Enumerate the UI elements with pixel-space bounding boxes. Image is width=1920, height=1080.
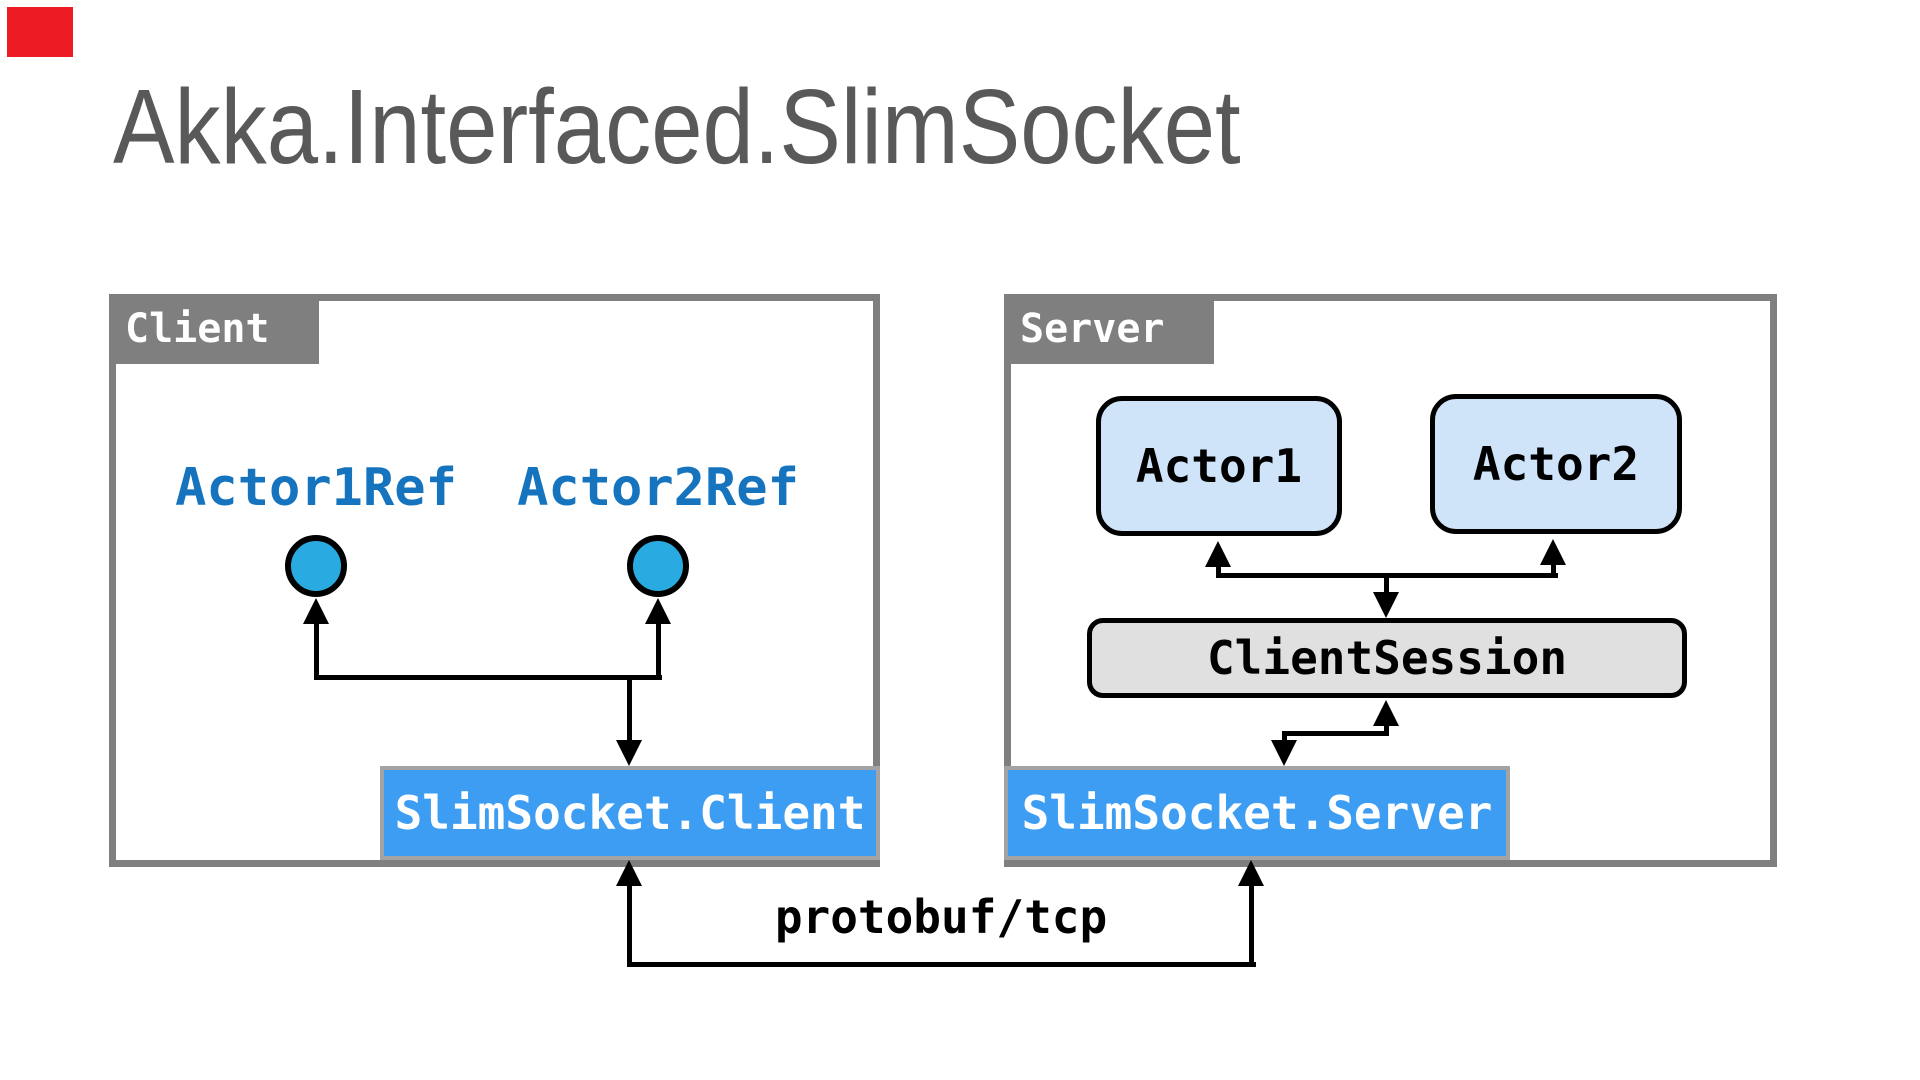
slimsocket-server-box: SlimSocket.Server — [1004, 766, 1510, 860]
arrowhead-up-to-socket-server-bottom — [1238, 860, 1264, 886]
connector-actor2-vertical — [1551, 563, 1556, 578]
connector-actor1ref-vertical — [314, 620, 319, 680]
arrowhead-down-to-session — [1373, 592, 1399, 618]
connector-down-to-socket-client — [627, 677, 632, 742]
connector-session-up-vertical — [1384, 724, 1389, 735]
connector-actor2ref-vertical — [656, 620, 661, 680]
arrowhead-down-to-socket-server — [1271, 740, 1297, 766]
arrowhead-up-to-actor2ref — [645, 598, 671, 624]
actor1ref-circle — [285, 535, 347, 597]
connector-down-to-session — [1384, 576, 1389, 594]
connector-transport-horizontal — [627, 962, 1256, 967]
red-marker — [7, 7, 73, 57]
arrowhead-up-to-actor1 — [1205, 541, 1231, 567]
page-title-text: Akka.Interfaced.SlimSocket — [113, 68, 1241, 186]
client-tab-label: Client — [125, 306, 270, 352]
arrowhead-down-to-socket-client — [616, 740, 642, 766]
arrowhead-up-to-session — [1373, 700, 1399, 726]
server-tab-label: Server — [1020, 306, 1165, 352]
arrowhead-up-to-socket-client-bottom — [616, 860, 642, 886]
client-tab: Client — [109, 294, 319, 364]
actor2ref-label: Actor2Ref — [517, 458, 799, 518]
connector-client-horizontal — [314, 675, 662, 680]
actor2ref-circle — [627, 535, 689, 597]
connector-actors-horizontal — [1216, 573, 1558, 578]
arrowhead-up-to-actor2 — [1540, 539, 1566, 565]
connector-session-down-vertical — [1282, 731, 1287, 744]
client-session-box: ClientSession — [1087, 618, 1687, 698]
connector-actor1-vertical — [1216, 565, 1221, 578]
actor1-box: Actor1 — [1096, 396, 1342, 536]
page-title: Akka.Interfaced.SlimSocket — [113, 68, 1613, 192]
actor2-box: Actor2 — [1430, 394, 1682, 534]
server-tab: Server — [1004, 294, 1214, 364]
arrowhead-up-to-actor1ref — [303, 598, 329, 624]
transport-label: protobuf/tcp — [774, 890, 1108, 944]
actor1ref-label: Actor1Ref — [175, 458, 457, 518]
connector-transport-left-vertical — [627, 884, 632, 966]
connector-transport-right-vertical — [1249, 884, 1254, 966]
connector-session-horizontal — [1282, 731, 1389, 736]
slimsocket-client-box: SlimSocket.Client — [380, 766, 880, 860]
